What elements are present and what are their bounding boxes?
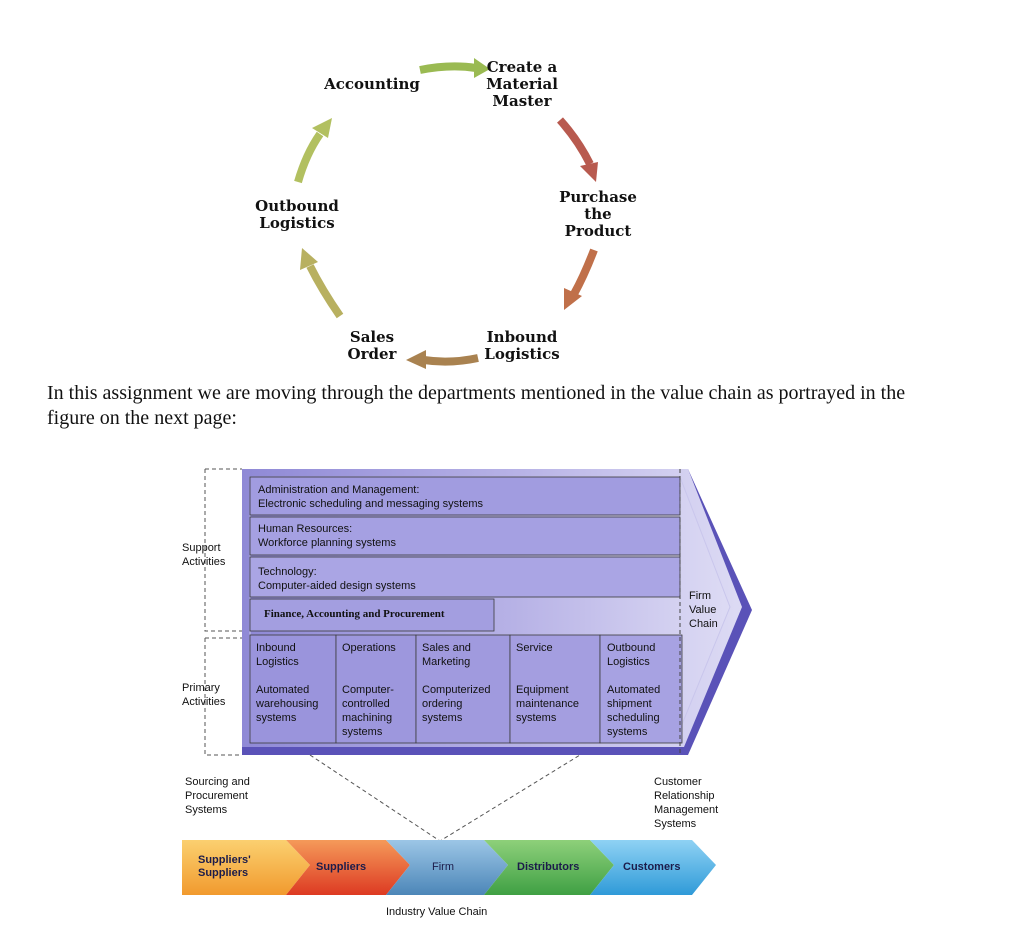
primary-activities-label: Primary Activities — [182, 682, 226, 708]
arrowhead-icon — [564, 288, 582, 310]
industry-label-distributors: Distributors — [517, 861, 580, 873]
industry-arrow-suppliers-suppliers — [182, 840, 310, 895]
value-chain-graphic — [182, 468, 752, 895]
industry-label-customers: Customers — [623, 861, 681, 873]
support-row-hr — [249, 516, 681, 556]
industry-label-suppliers: Suppliers — [316, 861, 367, 873]
arrow-inbound-to-sales — [423, 354, 479, 366]
arrowhead-icon — [580, 162, 598, 182]
primary-service-system: Equipment maintenance systems — [516, 684, 579, 724]
industry-arrow-distributors — [484, 840, 614, 895]
primary-service-name: Service — [516, 642, 553, 654]
primary-inbound-name: Inbound Logistics — [256, 642, 299, 668]
cycle-step-purchase-product: Purchase the Product — [559, 188, 637, 240]
cycle-step-inbound-logistics: Inbound Logistics — [484, 328, 560, 363]
convergence-lines — [309, 754, 581, 842]
arrowhead-icon — [300, 248, 318, 270]
primary-outbound-name: Outbound Logistics — [607, 642, 656, 668]
arrowhead-icon — [312, 118, 332, 138]
cycle-step-outbound-logistics: Outbound Logistics — [255, 197, 339, 232]
primary-sales-name: Sales and Marketing — [422, 642, 471, 668]
cycle-arrows — [294, 58, 598, 369]
industry-arrow-suppliers — [286, 840, 410, 895]
industry-value-chain-label: Industry Value Chain — [386, 906, 488, 918]
primary-cell-sales — [415, 634, 511, 744]
cycle-step-sales-order: Sales Order — [347, 328, 397, 363]
support-hr-text: Human Resources: Workforce planning syst… — [258, 523, 396, 549]
primary-cell-outbound — [599, 634, 683, 744]
support-admin-text: Administration and Management: Electroni… — [258, 484, 484, 510]
industry-label-suppliers-suppliers: Suppliers' Suppliers — [198, 854, 251, 879]
cycle-step-create-material-master: Create a Material Master — [486, 58, 558, 110]
cycle-step-accounting: Accounting — [324, 75, 420, 93]
arrow-purchase-to-inbound — [570, 248, 598, 296]
primary-outbound-system: Automated shipment scheduling systems — [607, 684, 661, 738]
sourcing-systems-label: Sourcing and Procurement Systems — [185, 776, 250, 816]
primary-bracket — [204, 637, 242, 756]
arrow-create-to-purchase — [557, 117, 594, 166]
primary-cell-service — [509, 634, 601, 744]
support-technology-text: Technology: Computer-aided design system… — [258, 566, 416, 592]
crm-systems-label: Customer Relationship Management Systems — [654, 776, 719, 830]
primary-cell-inbound — [249, 634, 337, 744]
intro-paragraph: In this assignment we are moving through… — [47, 382, 906, 429]
support-row-technology — [249, 556, 681, 598]
primary-operations-system: Computer- controlled machining systems — [342, 684, 394, 738]
support-row-finance — [249, 598, 495, 632]
primary-operations-name: Operations — [342, 642, 396, 654]
industry-arrow-firm — [386, 840, 508, 895]
arrow-accounting-to-create — [419, 62, 477, 74]
primary-inbound-system: Automated warehousing systems — [256, 684, 319, 724]
industry-arrow-customers — [590, 840, 716, 895]
primary-cell-operations — [335, 634, 417, 744]
support-bracket — [204, 468, 242, 632]
primary-sales-system: Computerized ordering systems — [422, 684, 491, 724]
industry-label-firm: Firm — [432, 861, 454, 873]
arrow-outbound-to-accounting — [294, 131, 324, 184]
arrowhead-icon — [406, 350, 426, 369]
support-activities-label: Support Activities — [182, 542, 226, 568]
support-row-admin — [249, 476, 681, 516]
arrowhead-icon — [474, 58, 490, 78]
support-finance-text: Finance, Accounting and Procurement — [264, 608, 445, 620]
arrow-sales-to-outbound — [306, 264, 344, 319]
firm-value-chain-label: Firm Value Chain — [689, 590, 718, 630]
